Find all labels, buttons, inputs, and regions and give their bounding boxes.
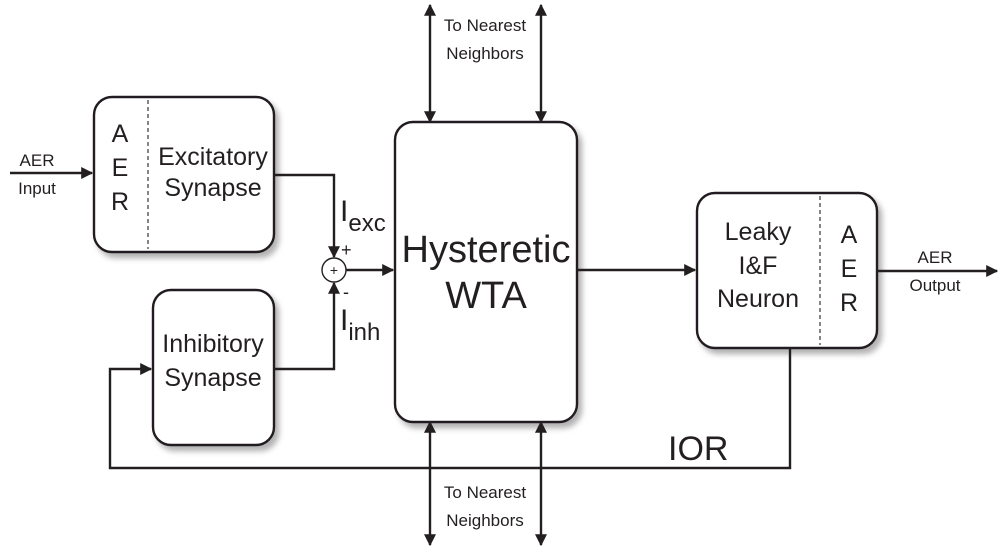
- neighbors-bottom-line2: Neighbors: [446, 511, 524, 530]
- iinh-subscript: inh: [348, 319, 380, 346]
- input-label-line1: AER: [20, 151, 55, 170]
- output-label-line2: Output: [909, 276, 960, 295]
- plus-sign: +: [341, 240, 352, 260]
- excitatory-label-line1: Excitatory: [158, 143, 268, 171]
- ior-feedback-wire: [108, 348, 792, 470]
- neighbors-top-line1: To Nearest: [444, 16, 526, 35]
- excitatory-aer-a: A: [112, 120, 129, 148]
- neuron-label-line2: I&F: [739, 252, 778, 280]
- neuron-label-line1: Leaky: [725, 218, 792, 246]
- excitatory-aer-e: E: [112, 154, 129, 182]
- excitatory-to-sum-wire: [274, 173, 340, 259]
- inhibitory-label-line1: Inhibitory: [162, 330, 264, 358]
- inhibitory-synapse-block: Inhibitory Synapse: [151, 288, 276, 447]
- iinh-symbol: Iinh: [340, 304, 380, 346]
- neuron-aer-r: R: [840, 289, 858, 317]
- excitatory-label-line2: Synapse: [164, 174, 261, 202]
- minus-sign: -: [343, 282, 349, 302]
- neuron-aer-a: A: [841, 221, 858, 249]
- inhibitory-label-line2: Synapse: [164, 364, 261, 392]
- excitatory-synapse-block: A E R Excitatory Synapse: [92, 95, 276, 254]
- leaky-if-neuron-block: Leaky I&F Neuron A E R: [695, 191, 879, 350]
- ior-label: IOR: [668, 430, 728, 468]
- output-label-line1: AER: [918, 248, 953, 267]
- wta-label-line1: Hysteretic: [402, 229, 571, 271]
- excitatory-aer-r: R: [111, 188, 129, 216]
- inhibitory-to-sum-wire: [274, 281, 340, 371]
- neuron-aer-e: E: [841, 255, 858, 283]
- summing-junction-plus: +: [330, 262, 338, 278]
- neighbors-bottom-line1: To Nearest: [444, 483, 526, 502]
- neighbors-top-line2: Neighbors: [446, 44, 524, 63]
- neuron-label-line3: Neuron: [717, 285, 799, 313]
- hysteretic-wta-block: Hysteretic WTA: [393, 120, 579, 424]
- iexc-symbol: Iexc: [340, 195, 386, 237]
- iexc-subscript: exc: [348, 210, 385, 237]
- summing-junction: +: [321, 257, 347, 283]
- iinh-main: I: [340, 304, 348, 337]
- iexc-main: I: [340, 195, 348, 228]
- input-label-line2: Input: [18, 179, 56, 198]
- wta-label-line2: WTA: [445, 275, 527, 317]
